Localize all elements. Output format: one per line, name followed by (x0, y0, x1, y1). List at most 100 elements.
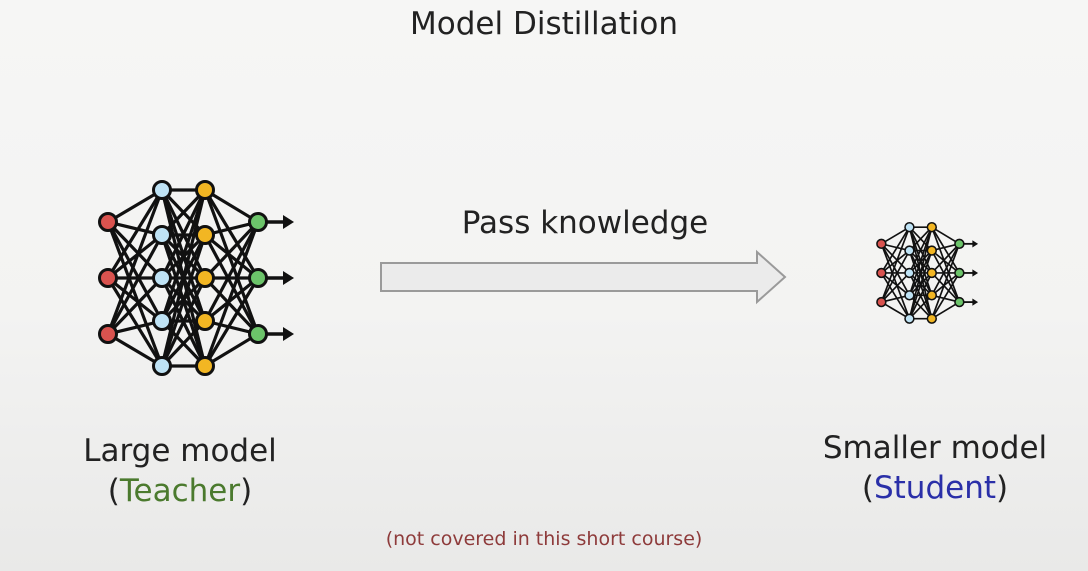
network-node (904, 313, 915, 324)
network-node (876, 296, 887, 308)
network-edge (908, 294, 933, 320)
small-network-icon (876, 221, 979, 324)
large-network-icon (98, 180, 294, 376)
pass-knowledge-arrow-icon (380, 249, 787, 305)
network-node (98, 324, 118, 344)
network-node (926, 221, 937, 233)
output-arrow-head (283, 215, 294, 229)
network-node (152, 225, 172, 245)
network-edge (203, 276, 260, 336)
network-node (195, 268, 215, 288)
network-node (926, 245, 937, 256)
network-edge (880, 226, 910, 245)
network-edge (880, 272, 910, 296)
network-edge (107, 188, 163, 224)
network-edge (880, 301, 910, 320)
network-edge (908, 250, 933, 319)
network-node (876, 238, 887, 250)
network-edge (106, 276, 164, 336)
diagram-title: Model Distillation (410, 6, 678, 42)
network-edge (880, 243, 911, 274)
network-node (926, 313, 937, 324)
network-node (195, 180, 215, 200)
network-edge (931, 243, 960, 274)
network-node (195, 225, 215, 245)
network-edge (880, 272, 911, 320)
network-node (152, 311, 172, 331)
network-node (954, 238, 965, 250)
network-edge (203, 276, 260, 323)
network-edge (908, 226, 933, 252)
network-edge (106, 234, 164, 335)
network-node (904, 245, 915, 256)
large-model-caption: Large model (Teacher) (40, 431, 320, 511)
network-node (152, 180, 172, 200)
network-edge (931, 272, 960, 303)
network-edge (203, 220, 260, 280)
network-edge (880, 243, 911, 320)
network-edge (106, 221, 164, 367)
network-node (152, 356, 172, 376)
output-arrow-head (972, 269, 979, 277)
network-edge (880, 226, 911, 303)
network-edge (931, 250, 961, 303)
network-edge (160, 234, 207, 367)
network-edge (203, 277, 260, 367)
network-edge (880, 249, 910, 274)
pass-knowledge-label: Pass knowledge (461, 205, 709, 241)
network-node (98, 212, 118, 232)
network-edge (107, 276, 163, 323)
network-node (904, 267, 915, 279)
network-edge (160, 189, 207, 279)
network-edge (107, 332, 163, 368)
network-edge (931, 243, 961, 320)
network-edge (203, 189, 260, 279)
network-edge (160, 319, 207, 368)
small-model-label: Smaller model (822, 430, 1048, 466)
student-role-label: Student (873, 470, 997, 506)
network-edge (160, 189, 207, 322)
network-edge (908, 272, 933, 320)
network-edge (931, 226, 961, 303)
output-arrow-head (972, 298, 979, 306)
network-edge (107, 233, 163, 280)
network-edge (908, 226, 933, 296)
network-edge (160, 189, 207, 367)
output-arrow-head (283, 327, 294, 341)
small-model-caption: Smaller model (Student) (790, 428, 1080, 508)
network-edge (908, 226, 933, 274)
network-edge (908, 227, 933, 319)
output-arrow-head (972, 240, 979, 248)
network-edge (931, 272, 960, 296)
network-edge (203, 221, 260, 322)
network-edge (931, 272, 961, 320)
network-edge (203, 189, 260, 335)
student-role-line: (Student) (861, 470, 1009, 506)
not-covered-note: (not covered in this short course) (385, 528, 703, 550)
network-edge (880, 250, 911, 303)
network-node (954, 296, 965, 308)
network-edge (204, 188, 259, 224)
network-node (926, 290, 937, 301)
network-edge (160, 277, 207, 367)
network-edge (106, 277, 164, 367)
network-edge (203, 233, 260, 280)
network-node (926, 267, 937, 279)
network-edge (203, 221, 260, 367)
network-node (248, 268, 268, 288)
network-edge (880, 272, 911, 303)
network-node (876, 267, 887, 279)
network-edge (931, 226, 961, 274)
network-edge (931, 226, 960, 245)
network-node (195, 356, 215, 376)
teacher-role-label: Teacher (119, 473, 241, 509)
network-node (248, 212, 268, 232)
network-edge (931, 301, 960, 320)
network-node (248, 324, 268, 344)
network-edge (204, 332, 259, 368)
network-edge (880, 226, 911, 274)
network-edge (931, 249, 960, 274)
teacher-role-line: (Teacher) (107, 473, 253, 509)
network-node (904, 221, 915, 233)
network-edge (106, 189, 164, 279)
